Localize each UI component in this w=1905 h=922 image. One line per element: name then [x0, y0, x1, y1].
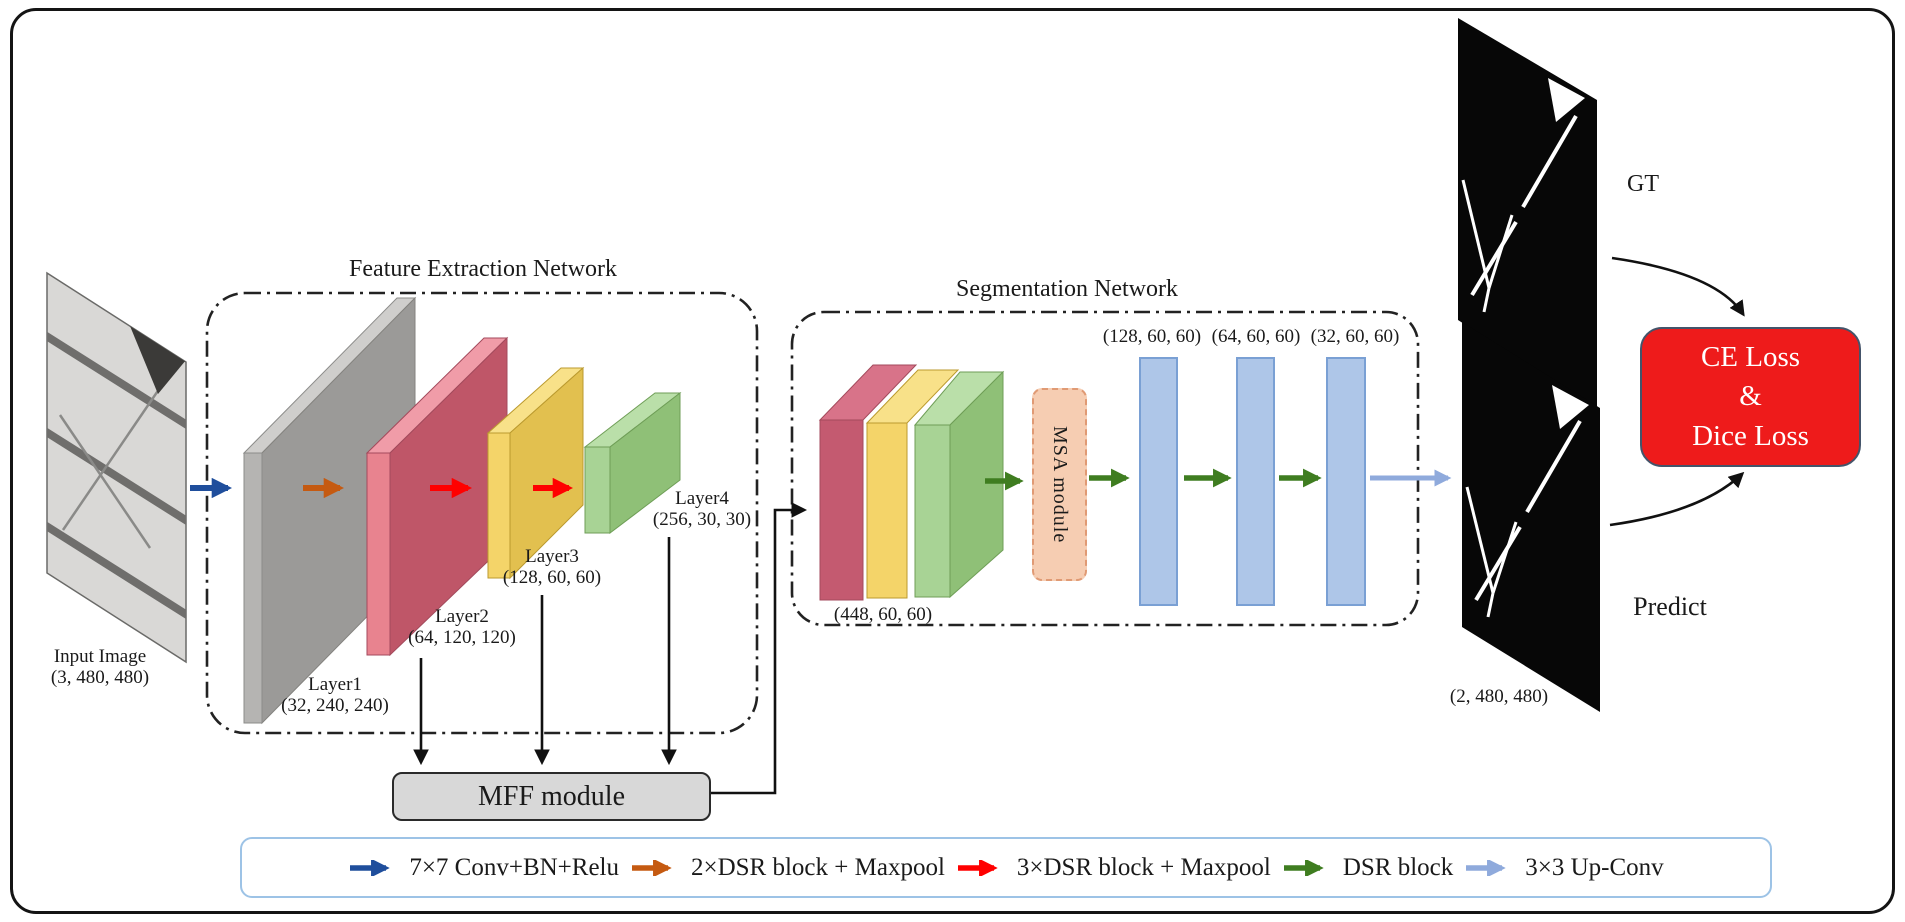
predict-label: Predict — [1633, 592, 1707, 621]
loss-box: CE Loss & Dice Loss — [1640, 327, 1861, 467]
mff-module: MFF module — [392, 772, 711, 821]
fused-stack-block — [818, 364, 1005, 601]
msa-module-label: MSA module — [1049, 425, 1071, 544]
layer1-label: Layer1 (32, 240, 240) — [281, 674, 389, 717]
upconv-bar-3-dims: (32, 60, 60) — [1310, 326, 1400, 347]
legend-item-dsr: DSR block — [1282, 854, 1453, 882]
segmentation-network-box — [790, 310, 1420, 627]
upconv-bar-1-dims: (128, 60, 60) — [1102, 326, 1202, 347]
feature-network-title: Feature Extraction Network — [349, 256, 617, 282]
legend-item-conv: 7×7 Conv+BN+Relu — [348, 854, 619, 882]
gt-mask-image — [1458, 18, 1597, 410]
segmentation-network-title: Segmentation Network — [956, 276, 1178, 302]
gt-label: GT — [1627, 171, 1659, 197]
mff-to-segmentation-connector — [707, 502, 808, 795]
layer3-label: Layer3 (128, 60, 60) — [502, 546, 602, 589]
upconv-arrow-icon — [1466, 859, 1506, 876]
loss-line-2: & — [1739, 380, 1762, 413]
fused-stack-dims: (448, 60, 60) — [833, 604, 933, 625]
legend-item-upconv: 3×3 Up-Conv — [1464, 854, 1664, 882]
feature-network-box — [205, 291, 759, 735]
layer3-block — [486, 366, 585, 580]
upconv-bar-2 — [1236, 357, 1275, 606]
figure-border — [10, 8, 1895, 914]
msa-module: MSA module — [1032, 388, 1087, 581]
upconv-bar-3 — [1326, 357, 1366, 606]
loss-line-3: Dice Loss — [1692, 419, 1809, 452]
legend-item-dsr2: 2×DSR block + Maxpool — [630, 854, 945, 882]
predict-to-loss-arrow — [1609, 471, 1745, 527]
upconv-bar-1 — [1139, 357, 1178, 606]
gt-to-loss-arrow — [1611, 256, 1745, 317]
output-dims: (2, 480, 480) — [1449, 686, 1549, 707]
input-image — [46, 271, 187, 664]
legend: 7×7 Conv+BN+Relu 2×DSR block + Maxpool 3… — [240, 837, 1772, 898]
loss-line-1: CE Loss — [1700, 341, 1801, 374]
layer4-label: Layer4 (256, 30, 30) — [652, 488, 752, 531]
conv-arrow-icon — [350, 859, 391, 876]
legend-item-dsr3: 3×DSR block + Maxpool — [956, 854, 1271, 882]
layer1-block — [242, 296, 417, 725]
layer4-block — [583, 391, 682, 535]
upconv-bar-2-dims: (64, 60, 60) — [1211, 326, 1301, 347]
dsr-arrow-icon — [1283, 859, 1324, 876]
mff-module-label: MFF module — [477, 780, 626, 812]
layer2-label: Layer2 (64, 120, 120) — [408, 606, 516, 649]
dsr3-arrow-icon — [957, 859, 998, 876]
dsr2-arrow-icon — [632, 859, 672, 876]
input-image-label: Input Image (3, 480, 480) — [50, 646, 150, 689]
predict-mask-image — [1462, 322, 1600, 712]
